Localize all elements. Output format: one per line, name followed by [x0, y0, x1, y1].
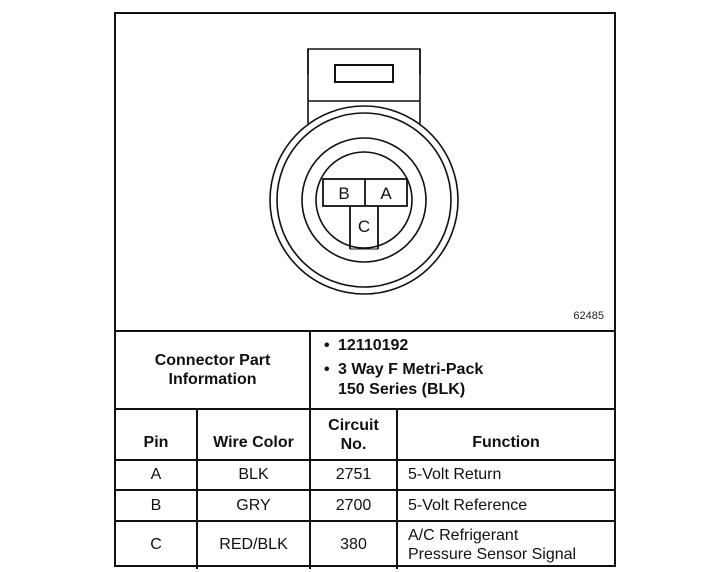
row-c-circuit: 380 [340, 536, 367, 553]
row-b-pin: B [150, 497, 162, 514]
connector-end-view-frame: B A C 62485 Connector Part Information •… [114, 12, 616, 569]
divider-col-pin [196, 408, 198, 569]
row-c-wire-color: RED/BLK [219, 536, 288, 553]
divider-col-circuit [396, 408, 398, 569]
row-c-function-line2: Pressure Sensor Signal [408, 545, 577, 563]
divider-row-b [116, 520, 614, 522]
row-c-function-line1: A/C Refrigerant [408, 526, 519, 544]
connector-part-list: • 12110192 • 3 Way F Metri-Pack 150 Seri… [324, 336, 483, 404]
connector-type-item: • 3 Way F Metri-Pack 150 Series (BLK) [324, 360, 483, 400]
row-c-pin: C [150, 536, 162, 553]
row-a-function: 5-Volt Return [408, 466, 502, 483]
connector-face-icon [269, 48, 459, 295]
header-pin: Pin [143, 434, 169, 451]
cavity-label-a: A [380, 183, 392, 203]
connector-part-info-line1: Connector Part [154, 352, 271, 369]
divider-col-info [309, 330, 311, 569]
cavity-label-b: B [338, 183, 350, 203]
row-a-circuit: 2751 [335, 466, 372, 483]
row-b-function: 5-Volt Reference [408, 497, 528, 514]
part-number-item: • 12110192 [324, 336, 483, 356]
bullet-icon: • [324, 361, 330, 378]
divider-connector-info [116, 408, 614, 410]
figure-number: 62485 [573, 310, 604, 322]
row-a-wire-color: BLK [238, 466, 269, 483]
row-c-function: A/C Refrigerant Pressure Sensor Signal [398, 522, 614, 567]
connector-type-line2: 150 Series (BLK) [338, 381, 466, 398]
divider-header [116, 459, 614, 461]
connector-diagram: B A C 62485 [116, 14, 614, 332]
divider-diagram [116, 330, 614, 332]
connector-type-line1: 3 Way F Metri-Pack [338, 361, 484, 378]
divider-row-a [116, 489, 614, 491]
connector-part-info-label: Connector Part Information [116, 332, 309, 408]
row-b-circuit: 2700 [335, 497, 372, 514]
header-function: Function [472, 434, 540, 451]
header-circuit-line1: Circuit [328, 416, 379, 434]
bullet-icon: • [324, 337, 330, 354]
cavity-label-c: C [357, 216, 371, 236]
header-circuit-no: Circuit No. [311, 410, 396, 459]
part-number: 12110192 [338, 337, 409, 354]
connector-part-info-line2: Information [168, 371, 257, 388]
row-a-pin: A [150, 466, 162, 483]
header-wire-color: Wire Color [213, 434, 294, 451]
header-circuit-line2: No. [340, 435, 367, 453]
row-b-wire-color: GRY [236, 497, 271, 514]
